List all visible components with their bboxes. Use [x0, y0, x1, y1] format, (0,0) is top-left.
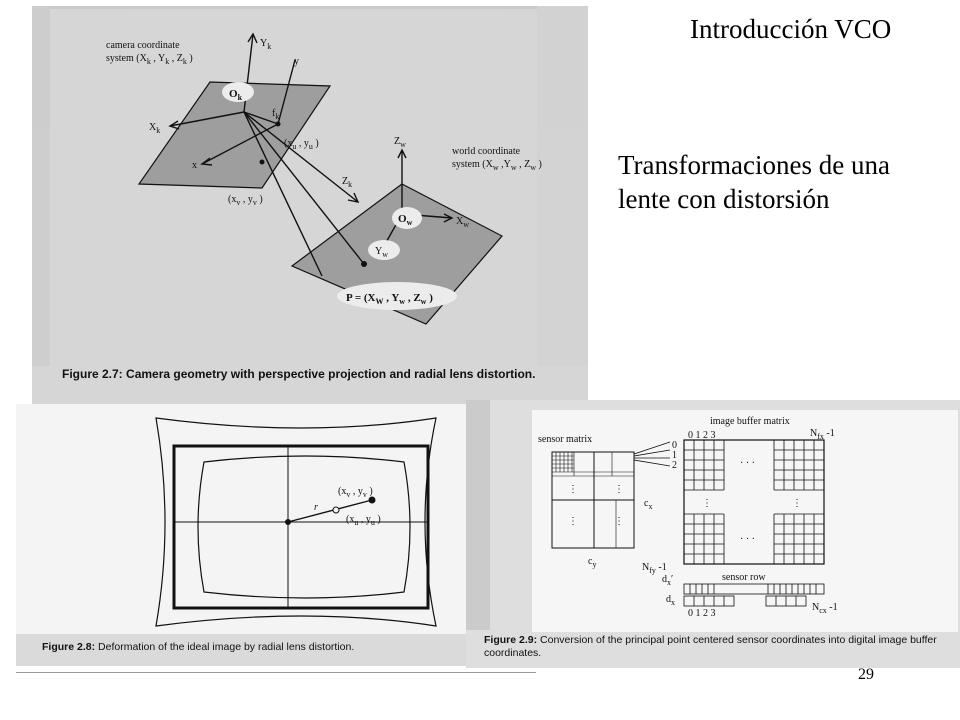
sensor-dots-4: ⋮ [614, 516, 624, 527]
xv-yv-label: (xv , yv ) [338, 486, 373, 499]
point-xu-yu [275, 121, 281, 127]
barrel-outline [197, 455, 411, 599]
point-p [361, 261, 367, 267]
figure-2-9-caption: Figure 2.9: Conversion of the principal … [484, 634, 937, 659]
dx-label: dx [666, 594, 675, 607]
figure-camera-geometry-scan: camera coordinate system (Xk , Yk , Zk )… [32, 6, 588, 404]
pincushion-outline [155, 417, 437, 627]
point-xv-yv [259, 159, 265, 165]
buffer-vdots-left: ⋮ [702, 498, 712, 509]
sensor-matrix-label: sensor matrix [538, 434, 592, 445]
sensor-row-strip [683, 583, 825, 595]
zw-label: Zw [394, 136, 406, 149]
ideal-image-frame [172, 444, 430, 610]
figure-paper [532, 410, 958, 632]
yw-label: Yw [375, 246, 388, 259]
p-bubble [337, 282, 457, 310]
center-point [285, 519, 291, 525]
dx-prime-label: dx′ [662, 574, 673, 587]
ncx-label: Ncx -1 [812, 602, 838, 615]
xk-label: Xk [149, 122, 160, 135]
camera-label-line2: system (Xk , Yk , Zk ) [106, 53, 193, 66]
figure-paper [16, 404, 528, 634]
sensor-row-label: sensor row [722, 572, 766, 583]
page-number: 29 [858, 666, 874, 683]
ow-label: Ow [398, 213, 413, 227]
scan-margin [466, 400, 490, 630]
sensor-dots-3: ⋮ [568, 516, 578, 527]
yk-label: Yk [260, 38, 271, 51]
buffer-row-2: 2 [672, 460, 677, 471]
buffer-ellipsis-bottom: · · · [740, 534, 755, 545]
buffer-title: image buffer matrix [710, 416, 790, 427]
x-label: x [192, 160, 197, 171]
world-label-line1: world coordinate [452, 146, 521, 157]
camera-axes [168, 32, 365, 277]
figure-radial-distortion: (xv , yv ) (xu , yu ) r [16, 404, 528, 634]
ow-bubble [392, 207, 422, 229]
nfx-label: Nfx -1 [810, 428, 835, 441]
buffer-grid [683, 439, 825, 565]
figure-sensor-buffer: sensor matrix ⋮ ⋮ ⋮ ⋮ cx cy image buffer… [466, 400, 958, 632]
buffer-row-strip [683, 595, 807, 607]
camera-label-line1: camera coordinate [106, 40, 180, 51]
xu-yu-label: (xu , yu ) [284, 138, 319, 151]
xv-yv-label: (xv , yv ) [228, 194, 263, 207]
figure-camera-geometry: camera coordinate system (Xk , Yk , Zk )… [32, 6, 588, 366]
slide-title: Introducción VCO [690, 14, 892, 44]
yw-bubble [368, 240, 400, 260]
buffer-row-1: 1 [672, 450, 677, 461]
radial-line [287, 499, 373, 523]
figure-sensor-buffer-scan: sensor matrix ⋮ ⋮ ⋮ ⋮ cx cy image buffer… [466, 400, 960, 668]
cy-label: cy [588, 556, 596, 569]
footer-rule [16, 672, 536, 673]
sensor-matrix-grid [552, 452, 634, 548]
p-label: P = (XW , Yw , Zw ) [346, 292, 433, 306]
scan-background-text [32, 6, 588, 366]
world-label-line2: system (Xw ,Yw , Zw ) [452, 159, 542, 172]
figure-2-8-caption: Figure 2.8: Deformation of the ideal ima… [42, 641, 355, 653]
r-label: r [314, 502, 318, 513]
buffer-vdots-right: ⋮ [792, 498, 802, 509]
y-label: y [294, 56, 299, 67]
xu-yu-label: (xu , yu ) [346, 514, 381, 527]
sensor-dots-2: ⋮ [614, 484, 624, 495]
buffer-index-bottom: 0 1 2 3 [688, 608, 716, 619]
ok-bubble [222, 82, 254, 102]
fk-label: fk [272, 108, 279, 121]
figure-2-7-caption: Figure 2.7: Camera geometry with perspec… [62, 367, 536, 381]
projection-lines [633, 441, 671, 467]
buffer-index-top: 0 1 2 3 [688, 430, 716, 441]
figure-radial-distortion-scan: (xv , yv ) (xu , yu ) r Figure 2.8: Defo… [16, 404, 528, 666]
distorted-point [368, 496, 376, 504]
xw-label: Xw [456, 216, 469, 229]
ok-label: Ok [229, 88, 243, 102]
nfy-label: Nfy -1 [642, 562, 667, 575]
cx-label: cx [644, 498, 652, 511]
undistorted-point [332, 506, 340, 514]
zk-label: Zk [342, 176, 352, 189]
buffer-ellipsis-top: · · · [740, 458, 755, 469]
sensor-dots: ⋮ [568, 484, 578, 495]
buffer-row-0: 0 [672, 440, 677, 451]
slide-subtitle: Transformaciones de una lente con distor… [618, 150, 890, 214]
